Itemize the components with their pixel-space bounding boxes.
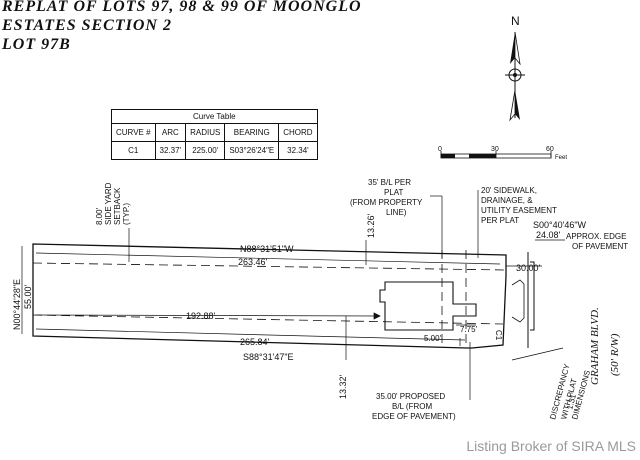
street-row-label: (50' R/W) xyxy=(609,333,621,376)
scale-tick: 30 xyxy=(491,146,499,153)
street-name-label: GRAHAM BLVD. xyxy=(589,307,601,385)
setback-line-south xyxy=(32,314,504,325)
proposed-bl-line: EDGE OF PAVEMENT) xyxy=(372,412,456,421)
listing-watermark: Listing Broker of SIRA MLS xyxy=(466,438,636,454)
side-yard-note-line: SETBACK xyxy=(113,187,122,225)
north-label: N xyxy=(511,14,520,28)
proposed-bl-line: B/L (FROM xyxy=(392,402,432,411)
leader-line xyxy=(511,347,564,361)
easement-note-line: DRAINAGE, & xyxy=(481,196,533,205)
easement-note-line: PER PLAT xyxy=(481,216,519,225)
dimension-line-house xyxy=(35,314,381,317)
west-distance-label: 55.00' xyxy=(23,284,33,309)
scale-tick: 0 xyxy=(438,146,442,153)
setback-line-north xyxy=(32,262,507,271)
north-distance-label: 263.46' xyxy=(238,257,268,267)
building-line-note-line: (FROM PROPERTY xyxy=(350,198,423,207)
side-yard-note-line: 8.00' xyxy=(95,207,104,225)
plat-title-line-3: LOT 97B xyxy=(2,36,71,53)
west-bearing-label: N00°44'28"E xyxy=(12,279,22,330)
pavement-edge-line xyxy=(530,261,535,331)
building-line-note-line: 35' B/L PER xyxy=(368,178,411,187)
setback-north-label: 13.26' xyxy=(366,213,376,238)
easement-note-line: 20' SIDEWALK, xyxy=(481,186,537,195)
proposed-bl-line: 35.00' PROPOSED xyxy=(376,392,445,401)
plat-title-line-2: ESTATES SECTION 2 xyxy=(2,17,172,34)
lot-boundary xyxy=(32,243,507,349)
pavement-note-line: OF PAVEMENT xyxy=(572,242,628,251)
plat-title-line-1: REPLAT OF LOTS 97, 98 & 99 OF MOONGLO xyxy=(2,0,362,15)
discrepancy-distance-label: 1.31' xyxy=(565,391,578,410)
north-arrow-icon xyxy=(505,31,525,122)
side-yard-note-line: SIDE YARD xyxy=(104,182,113,225)
dimension-line-south xyxy=(35,328,466,341)
offset-label-2: 7.75' xyxy=(460,325,478,334)
building-line-note-line: PLAT xyxy=(384,188,404,197)
table-row: C1 32.37' 225.00' S03°26'24"E 32.34' xyxy=(111,141,318,160)
north-bearing-label: N88°31'51"W xyxy=(240,244,294,254)
scale-unit: Feet xyxy=(555,155,567,161)
curve-table-cell: 32.34' xyxy=(278,141,318,160)
curve-table: Curve Table CURVE # ARC RADIUS BEARING C… xyxy=(111,109,318,160)
driveway-curb xyxy=(511,279,525,323)
east-bearing-label: S00°40'46"W xyxy=(533,220,587,230)
dimension-line-north xyxy=(35,252,501,265)
scale-bar xyxy=(440,151,552,159)
east-distance-label: 24.08' xyxy=(536,230,561,240)
south-distance-label: 265.84' xyxy=(240,337,270,347)
curve-table-cell: C1 xyxy=(111,141,156,160)
curve-table-cell: 225.00' xyxy=(185,141,226,160)
scale-tick: 60 xyxy=(546,146,554,153)
pavement-note-line: APPROX. EDGE xyxy=(566,232,626,241)
easement-note-line: UTILITY EASEMENT xyxy=(481,206,557,215)
side-yard-note-line: (TYP.) xyxy=(122,203,131,225)
house-distance-label: 192.88' xyxy=(186,311,216,321)
row-distance-label: 30.00' xyxy=(516,263,541,273)
house-footprint xyxy=(379,281,477,331)
setback-south-label: 13.32' xyxy=(338,374,348,399)
offset-label-1: 5.00' xyxy=(424,334,442,343)
south-bearing-label: S88°31'47"E xyxy=(243,352,294,362)
curve-label: C1 xyxy=(494,330,503,341)
building-line-note-line: LINE) xyxy=(386,208,407,217)
